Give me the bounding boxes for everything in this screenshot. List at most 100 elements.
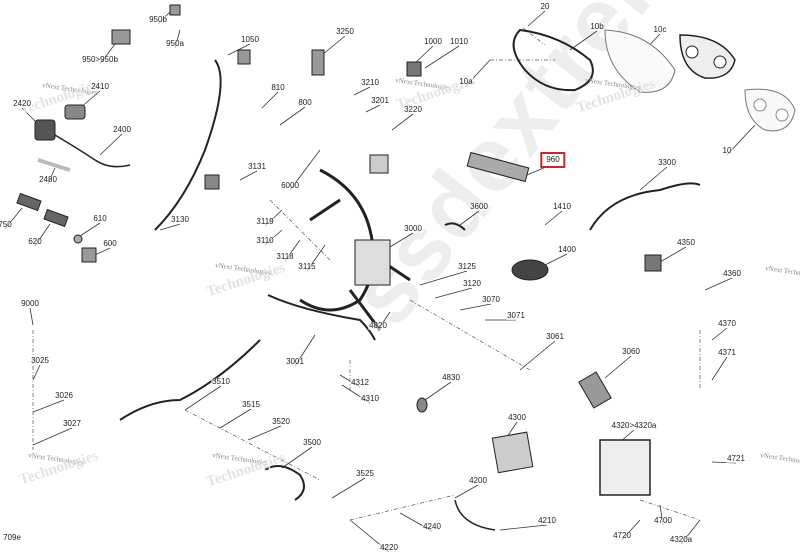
part-callout[interactable]: 9000 <box>20 299 40 308</box>
part-callout[interactable]: 2420 <box>12 99 32 108</box>
lens-10c <box>604 29 676 93</box>
part-callout[interactable]: 4240 <box>422 522 442 531</box>
bezel-10b <box>512 28 594 92</box>
part-callout[interactable]: 3201 <box>370 96 390 105</box>
part-callout[interactable]: 3525 <box>355 469 375 478</box>
part-callout[interactable]: 20 <box>539 2 551 11</box>
part-callout[interactable]: 3071 <box>506 311 526 320</box>
part-callout[interactable]: 3070 <box>481 295 501 304</box>
part-callout[interactable]: 3220 <box>403 105 423 114</box>
part-callout[interactable]: 3125 <box>457 262 477 271</box>
parts <box>16 4 796 531</box>
leader-line <box>659 246 687 263</box>
leader-line <box>544 253 568 266</box>
part-callout[interactable]: 1010 <box>449 37 469 46</box>
part-callout[interactable]: 3500 <box>302 438 322 447</box>
leader-line <box>419 270 468 286</box>
part-callout[interactable]: 3515 <box>241 400 261 409</box>
part-callout[interactable]: 4300 <box>507 413 527 422</box>
part-callout[interactable]: 4200 <box>468 476 488 485</box>
part-callout[interactable]: 3027 <box>62 419 82 428</box>
part-callout[interactable]: 3060 <box>621 347 641 356</box>
part-callout[interactable]: 3130 <box>170 215 190 224</box>
part-callout[interactable]: 4220 <box>379 543 399 552</box>
part-callout[interactable]: 3026 <box>54 391 74 400</box>
leader-line <box>519 340 556 371</box>
leader-line <box>99 133 123 156</box>
part-callout[interactable]: 4721 <box>726 454 746 463</box>
part-callout[interactable]: 4350 <box>676 238 696 247</box>
part-callout[interactable]: 4310 <box>360 394 380 403</box>
part-callout[interactable]: 950b <box>148 15 168 24</box>
part-callout[interactable]: 4830 <box>441 373 461 382</box>
leader-line <box>544 210 563 226</box>
leader-line <box>29 307 34 326</box>
part-callout[interactable]: 3510 <box>211 377 231 386</box>
leader-line <box>711 356 728 381</box>
part-callout[interactable]: 3119 <box>255 217 275 226</box>
part-callout[interactable]: 810 <box>270 83 286 92</box>
leader-line <box>424 381 452 401</box>
leader-line <box>639 166 668 191</box>
leader-line <box>711 327 728 341</box>
part-callout[interactable]: 4700 <box>653 516 673 525</box>
leader-line <box>184 385 222 411</box>
part-callout[interactable]: 2410 <box>90 82 110 91</box>
assembly-lines <box>32 27 701 521</box>
part-callout[interactable]: 4210 <box>537 516 557 525</box>
leader-line <box>704 277 733 291</box>
leader-line <box>159 223 181 231</box>
leader-line <box>353 86 371 96</box>
part-callout[interactable]: 2480 <box>38 175 58 184</box>
part-callout[interactable]: 3001 <box>285 357 305 366</box>
part-callout[interactable]: 950a <box>165 39 185 48</box>
part-callout[interactable]: 2400 <box>112 125 132 134</box>
part-callout[interactable]: 10b <box>589 22 605 31</box>
part-callout[interactable]: 10a <box>458 77 474 86</box>
part-callout[interactable]: 4820 <box>368 321 388 330</box>
part-callout[interactable]: 3210 <box>360 78 380 87</box>
part-callout[interactable]: 3115 <box>297 262 317 271</box>
part-callout[interactable]: 610 <box>92 214 108 223</box>
part-callout[interactable]: 1410 <box>552 202 572 211</box>
leader-line <box>454 484 479 499</box>
part-callout[interactable]: 950>950b <box>81 55 119 64</box>
part-callout[interactable]: 4371 <box>717 348 737 357</box>
part-callout[interactable]: 3300 <box>657 158 677 167</box>
part-callout[interactable]: 10 <box>721 146 733 155</box>
part-callout[interactable]: 600 <box>102 239 118 248</box>
part-callout[interactable]: 1400 <box>557 245 577 254</box>
leader-line <box>261 91 279 109</box>
part-callout[interactable]: 4720 <box>612 531 632 540</box>
leader-line <box>32 364 41 381</box>
figure-code: 709e <box>2 533 22 542</box>
part-callout[interactable]: 3131 <box>247 162 267 171</box>
part-callout[interactable]: 3110 <box>255 236 275 245</box>
part-callout[interactable]: 3520 <box>271 417 291 426</box>
part-callout[interactable]: 1050 <box>240 35 260 44</box>
part-callout[interactable]: 1000 <box>423 37 443 46</box>
part-callout[interactable]: 3000 <box>403 224 423 233</box>
part-callout[interactable]: 3120 <box>462 279 482 288</box>
part-callout[interactable]: 6000 <box>280 181 300 190</box>
part-callout[interactable]: 620 <box>27 237 43 246</box>
part-callout[interactable]: 750 <box>0 221 13 229</box>
part-callout[interactable]: 800 <box>297 98 313 107</box>
part-callout[interactable]: 3600 <box>469 202 489 211</box>
leader-line <box>32 399 65 413</box>
cluster-10 <box>744 88 796 132</box>
leader-line <box>281 446 313 469</box>
part-callout[interactable]: 4320a <box>668 535 694 544</box>
part-callout[interactable]: 3061 <box>545 332 565 341</box>
part-callout[interactable]: 3025 <box>30 356 50 365</box>
part-callout[interactable]: 3250 <box>335 27 355 36</box>
part-callout[interactable]: 10c <box>652 25 668 34</box>
part-callout[interactable]: 4320>4320a <box>610 421 658 430</box>
part-callout[interactable]: 4370 <box>717 319 737 328</box>
highlighted-part-callout[interactable]: 960 <box>540 152 566 168</box>
part-callout[interactable]: 4360 <box>722 269 742 278</box>
leader-line <box>459 303 492 311</box>
part-callout[interactable]: 3118 <box>275 252 295 261</box>
part-callout[interactable]: 4312 <box>350 378 370 387</box>
